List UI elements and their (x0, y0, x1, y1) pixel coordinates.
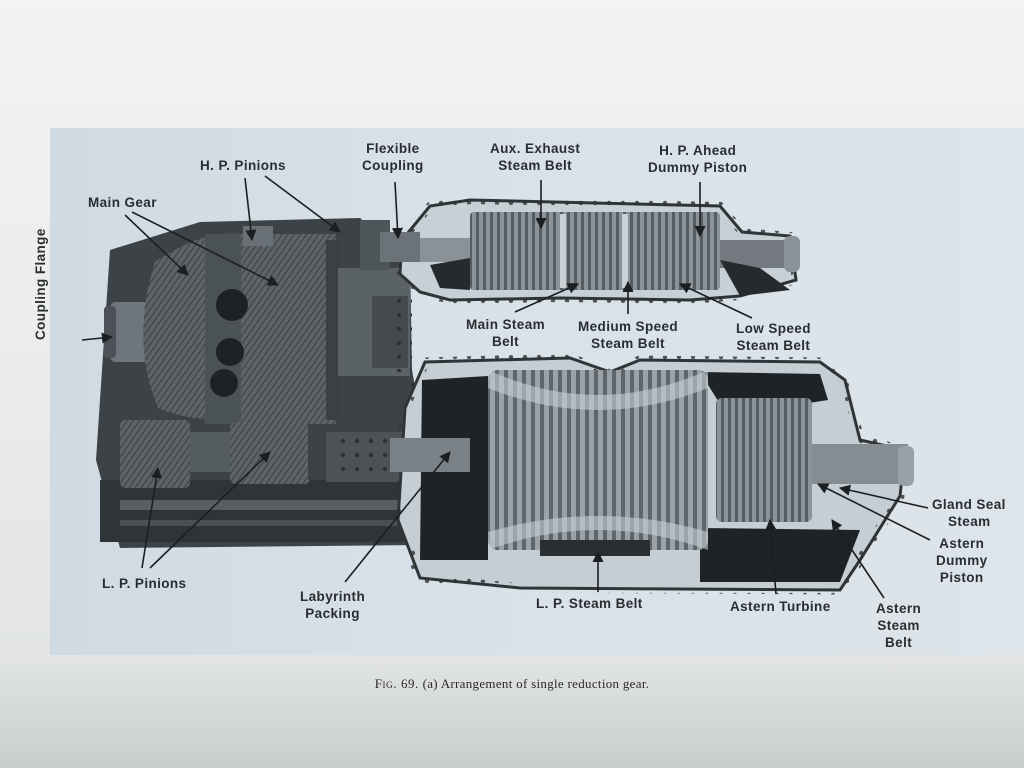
coupling-flange (104, 302, 150, 362)
figure-caption: Fig. 69. (a) Arrangement of single reduc… (0, 676, 1024, 692)
hp-turbine (380, 195, 801, 305)
caption-text: (a) Arrangement of single reduction gear… (422, 676, 650, 691)
label-lp-pinions: L. P. Pinions (102, 576, 187, 591)
leader-lines (81, 175, 931, 599)
label-astern-turbine: Astern Turbine (730, 599, 831, 614)
lp-turbine (390, 353, 914, 595)
lp-pinions-shafts (120, 420, 406, 488)
gearbox-housing-upper (338, 268, 412, 376)
main-gear-wheel (143, 233, 340, 424)
label-coupling-flange: Coupling Flange (33, 228, 48, 340)
label-lp-steam-belt: L. P. Steam Belt (536, 596, 643, 611)
label-main-gear: Main Gear (88, 195, 157, 210)
figure-number: Fig. 69. (374, 676, 419, 691)
label-hp-pinions: H. P. Pinions (200, 158, 286, 173)
